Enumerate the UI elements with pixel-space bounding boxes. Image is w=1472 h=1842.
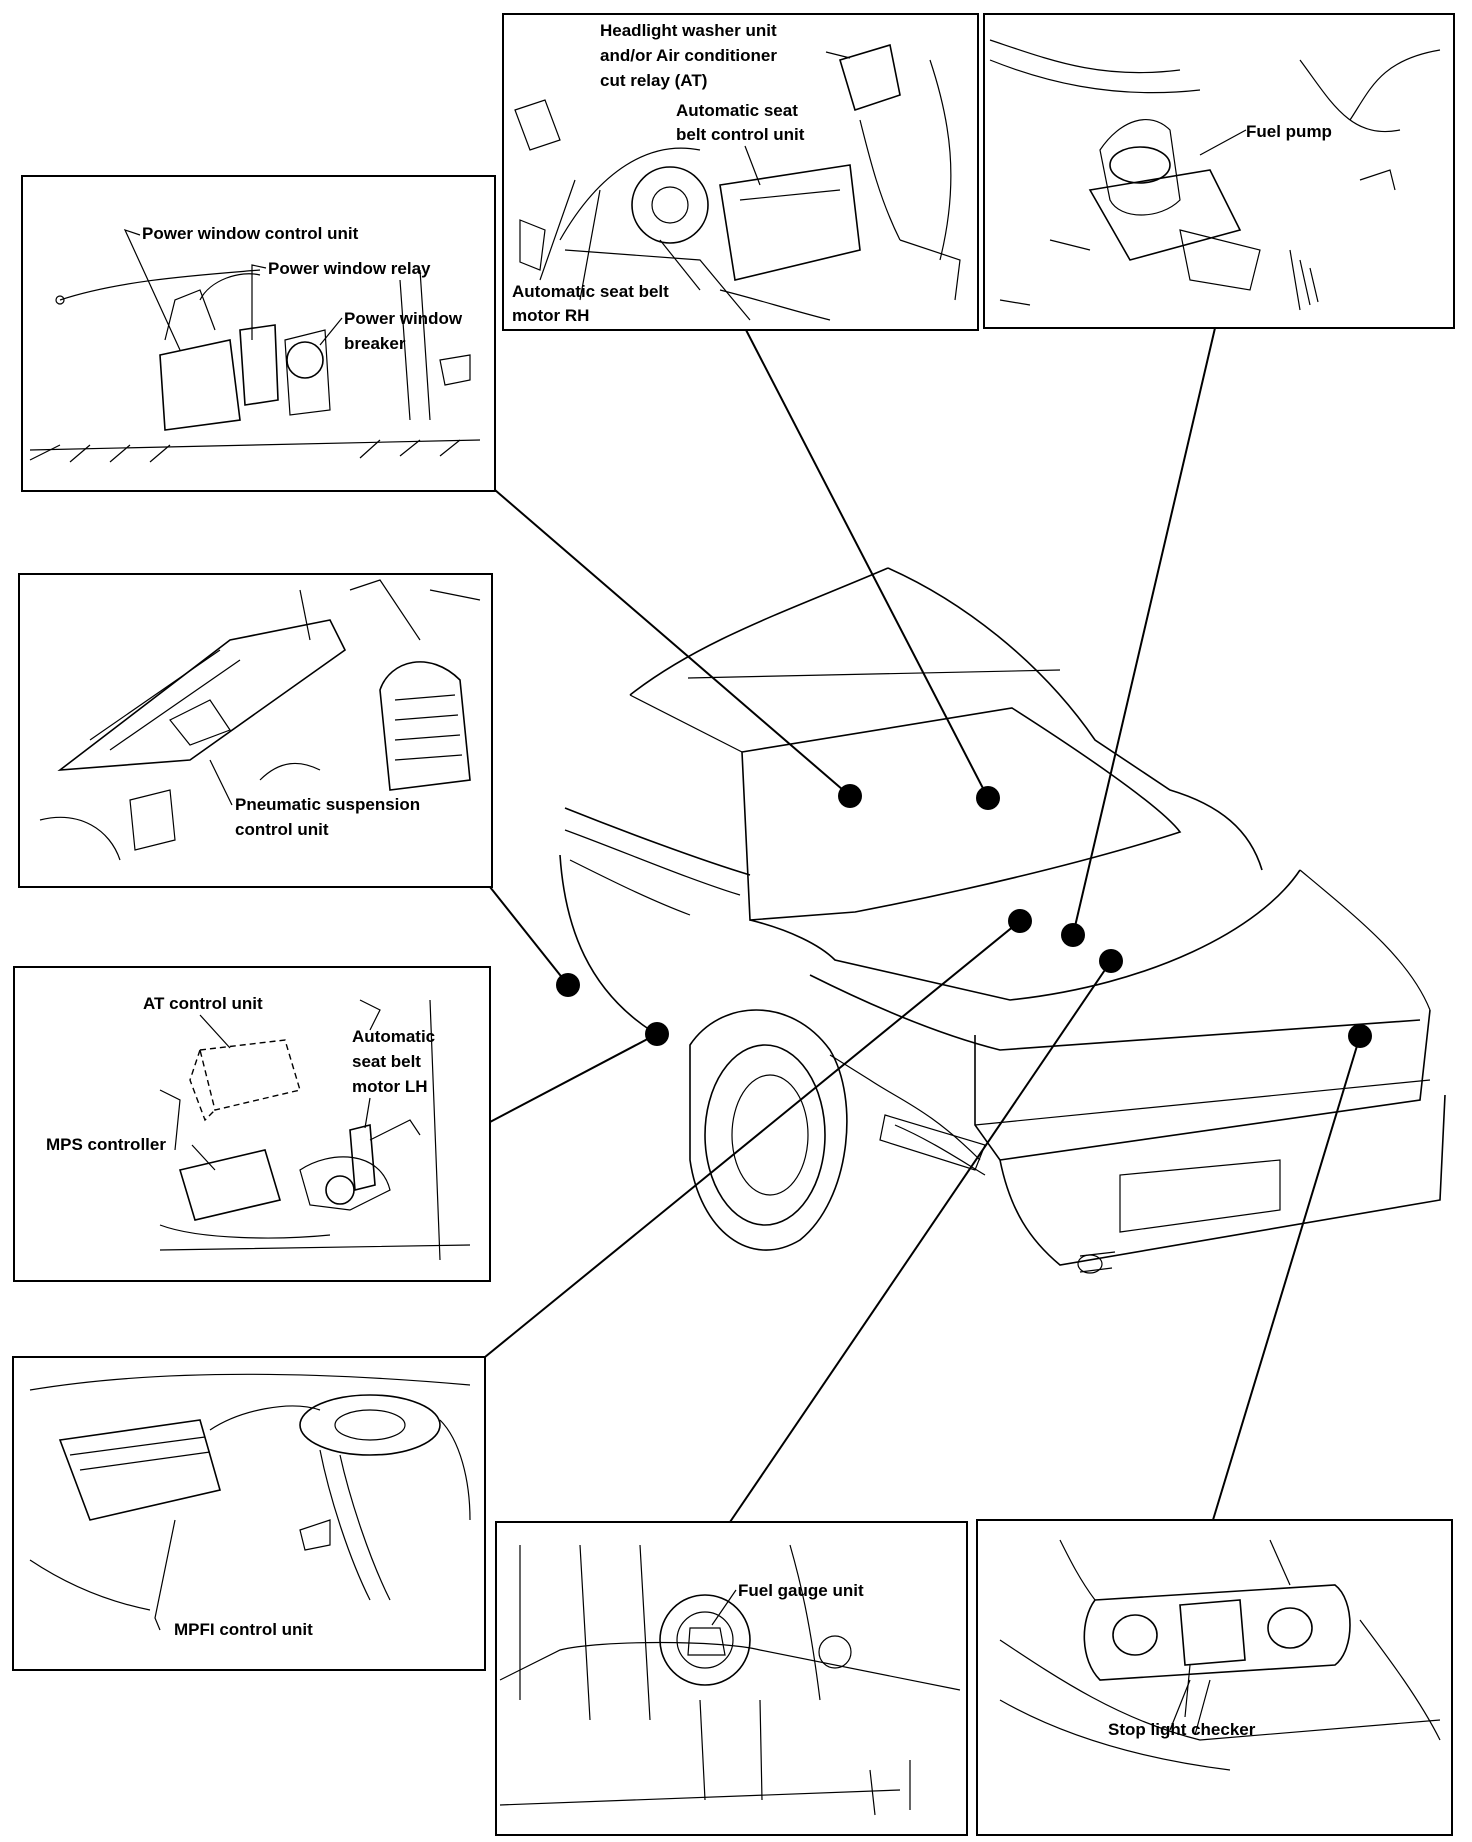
panel-at-control: AT control unit Automatic seat belt moto… (13, 966, 491, 1282)
panel-headlight-washer: Headlight washer unit and/or Air conditi… (502, 13, 979, 331)
label-pw-relay: Power window relay (268, 259, 431, 278)
label-at-control-unit: AT control unit (143, 994, 263, 1013)
leader-lines (484, 327, 1361, 1523)
label-auto-seat-belt-rh-1: Automatic seat belt (512, 282, 669, 301)
label-pw-breaker-2: breaker (344, 334, 406, 353)
label-fuel-pump: Fuel pump (1246, 122, 1332, 141)
label-pneumatic-2: control unit (235, 820, 329, 839)
label-auto-seat-belt-control-2: belt control unit (676, 125, 805, 144)
panel-drawing (999, 1539, 1441, 1771)
panel-drawing (159, 999, 471, 1261)
panel-drawing (39, 579, 481, 861)
label-headlight-washer-1: Headlight washer unit (600, 21, 777, 40)
panel-fuel-pump: Fuel pump (983, 13, 1455, 329)
label-auto-seat-belt-control-1: Automatic seat (676, 101, 798, 120)
panel-drawing (989, 39, 1441, 311)
label-auto-seat-belt-lh-3: motor LH (352, 1077, 428, 1096)
panel-mpfi: MPFI control unit (12, 1356, 486, 1671)
label-mpfi-control-unit: MPFI control unit (174, 1620, 313, 1639)
label-stop-light-checker: Stop light checker (1108, 1720, 1256, 1739)
panel-drawing (499, 1544, 961, 1816)
label-pw-control-unit: Power window control unit (142, 224, 359, 243)
label-pw-breaker-1: Power window (344, 309, 463, 328)
label-auto-seat-belt-lh-1: Automatic (352, 1027, 435, 1046)
panel-power-window: Power window control unit Power window r… (21, 175, 496, 492)
label-headlight-washer-2: and/or Air conditioner (600, 46, 777, 65)
panel-drawing (514, 43, 961, 321)
label-headlight-washer-3: cut relay (AT) (600, 71, 707, 90)
panel-drawing (29, 269, 481, 463)
label-auto-seat-belt-lh-2: seat belt (352, 1052, 421, 1071)
panel-fuel-gauge: Fuel gauge unit (495, 1521, 968, 1836)
car-illustration (556, 567, 1446, 1274)
panel-stop-light: Stop light checker (976, 1519, 1453, 1836)
panel-drawing (29, 1373, 471, 1611)
panel-pneumatic: Pneumatic suspension control unit (18, 573, 493, 888)
label-mps-controller: MPS controller (46, 1135, 166, 1154)
label-pneumatic-1: Pneumatic suspension (235, 795, 420, 814)
label-fuel-gauge-unit: Fuel gauge unit (738, 1581, 864, 1600)
label-auto-seat-belt-rh-2: motor RH (512, 306, 589, 325)
